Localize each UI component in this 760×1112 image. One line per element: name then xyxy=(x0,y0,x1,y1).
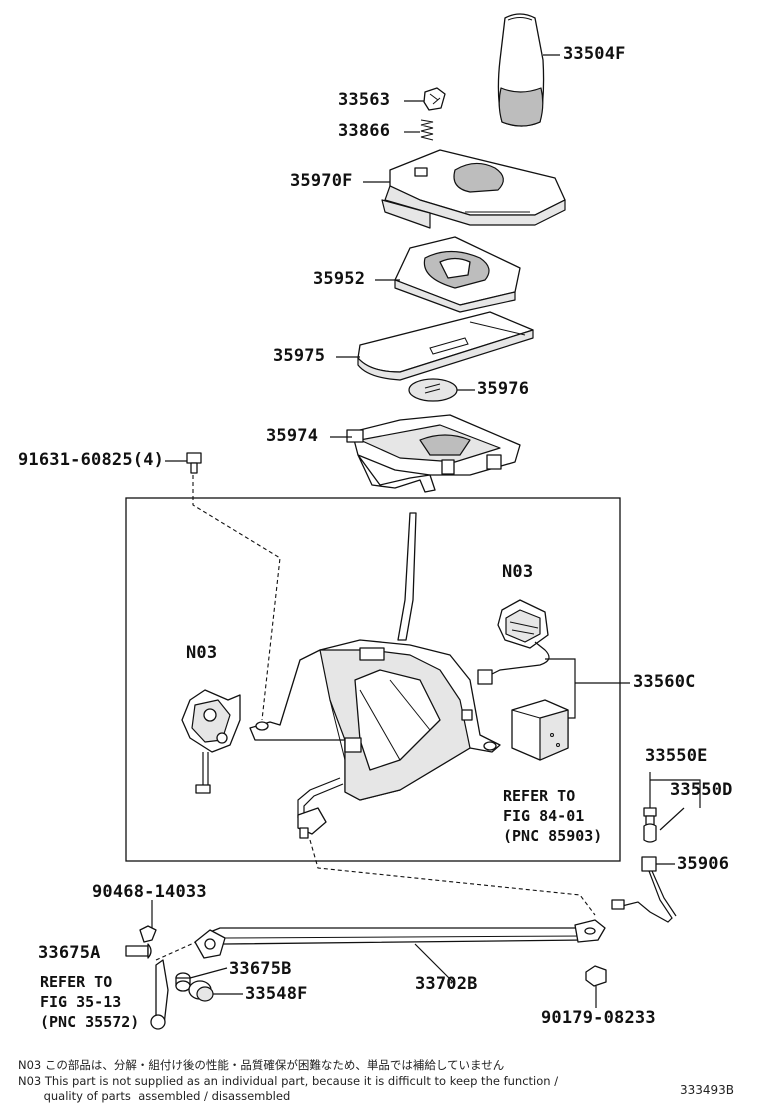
n03-left-switch-drawing xyxy=(181,689,241,794)
disc-drawing xyxy=(408,378,458,402)
label-33548F: 33548F xyxy=(245,984,308,1004)
label-35970F: 35970F xyxy=(290,171,353,191)
bushing-33548f-drawing xyxy=(188,980,214,1002)
pin-33675a-drawing xyxy=(125,943,152,959)
connector-box-drawing xyxy=(511,699,569,761)
assembly-box xyxy=(125,497,621,862)
shift-knob-drawing xyxy=(497,13,545,127)
bezel-drawing xyxy=(381,149,566,229)
label-33866: 33866 xyxy=(338,121,391,141)
base-bracket-drawing xyxy=(346,414,521,493)
label-33560C: 33560C xyxy=(633,672,696,692)
nut-drawing xyxy=(585,965,607,987)
label-35952: 35952 xyxy=(313,269,366,289)
diagram-id: 333493B xyxy=(680,1083,735,1097)
clip-drawing xyxy=(423,87,446,111)
refer-note-fig35-line1: REFER TO xyxy=(40,973,113,991)
refer-note-fig84-line2: FIG 84-01 xyxy=(503,807,585,825)
shift-lever-assembly-drawing xyxy=(249,512,501,839)
refer-note-fig84-line1: REFER TO xyxy=(503,787,576,805)
label-35974: 35974 xyxy=(266,426,319,446)
shift-rod-drawing xyxy=(194,919,606,959)
cover-sheet-drawing xyxy=(357,311,534,381)
label-n03-right: N03 xyxy=(502,562,534,582)
label-33550D: 33550D xyxy=(670,780,733,800)
spring-drawing xyxy=(420,119,434,141)
label-35906: 35906 xyxy=(677,854,730,874)
footnote-english-line1: N03 This part is not supplied as an indi… xyxy=(18,1074,559,1088)
bushing-33675b-drawing xyxy=(175,972,191,992)
wire-harness-drawing xyxy=(611,856,677,923)
refer-note-fig35: REFER TO FIG 35-13 (PNC 35572) xyxy=(40,972,139,1032)
n03-right-switch-drawing xyxy=(477,599,550,685)
refer-note-fig35-line2: FIG 35-13 xyxy=(40,993,122,1011)
label-33563: 33563 xyxy=(338,90,391,110)
link-arm-drawing xyxy=(150,959,169,1030)
label-91631-60825: 91631-60825(4) xyxy=(18,450,165,470)
bulb-socket-drawing xyxy=(643,807,657,827)
label-35976: 35976 xyxy=(477,379,530,399)
refer-note-fig84: REFER TO FIG 84-01 (PNC 85903) xyxy=(503,786,602,846)
bolt-drawing xyxy=(186,452,202,474)
label-33550E: 33550E xyxy=(645,746,708,766)
footnote-english-line2: quality of parts assembled / disassemble… xyxy=(18,1089,291,1103)
indicator-plate-drawing xyxy=(394,236,521,313)
refer-note-fig35-line3: (PNC 35572) xyxy=(40,1013,140,1031)
label-33675A: 33675A xyxy=(38,943,101,963)
refer-note-fig84-line3: (PNC 85903) xyxy=(503,827,603,845)
label-90468-14033: 90468-14033 xyxy=(92,882,207,902)
clip-90468-drawing xyxy=(139,925,157,943)
label-90179-08233: 90179-08233 xyxy=(541,1008,656,1028)
label-35975: 35975 xyxy=(273,346,326,366)
footnote-japanese: N03 この部品は、分解・組付け後の性能・品質確保が困難なため、単品では補給して… xyxy=(18,1058,505,1072)
label-n03-left: N03 xyxy=(186,643,218,663)
label-33702B: 33702B xyxy=(415,974,478,994)
label-33504F: 33504F xyxy=(563,44,626,64)
label-33675B: 33675B xyxy=(229,959,292,979)
bulb-drawing xyxy=(643,823,657,843)
